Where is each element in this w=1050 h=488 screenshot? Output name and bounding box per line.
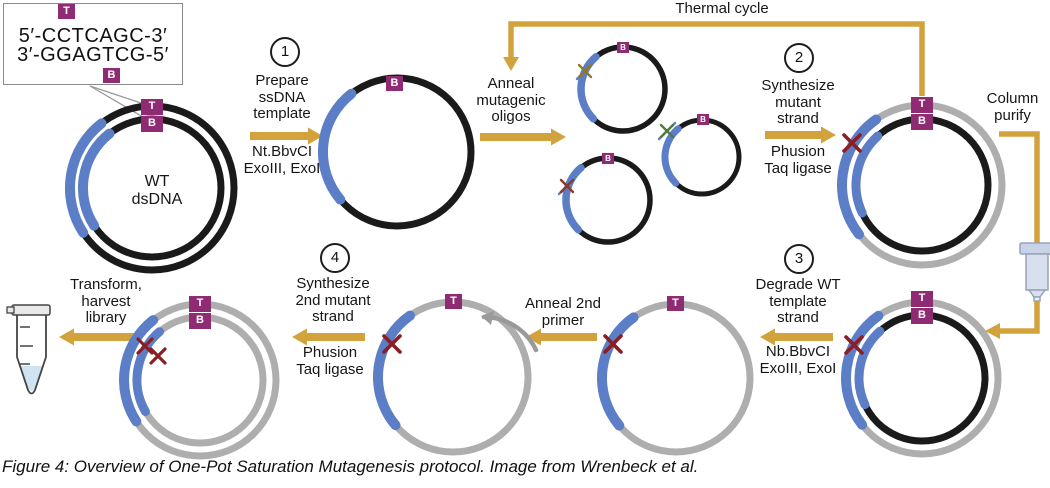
- step3-reagents: Nb.BbvCI ExoIII, ExoI: [759, 343, 837, 377]
- anneal-oligos-arrow: [480, 128, 566, 146]
- oligo2-tag-b: B: [602, 153, 614, 164]
- mutation-x-icon: [844, 335, 864, 355]
- thermal-cycle-path: [503, 21, 925, 96]
- column-purify-path: [985, 131, 1040, 339]
- step1-arrow: [250, 127, 323, 145]
- final-plasmid-tags: T B: [189, 296, 211, 329]
- mutation-x-icon: [842, 133, 862, 153]
- degraded-tag-t: T: [667, 296, 684, 311]
- step2-reagents: Phusion Taq ligase: [764, 143, 832, 177]
- figure-caption: Figure 4: Overview of One-Pot Saturation…: [2, 457, 699, 476]
- tag-b: B: [911, 114, 933, 130]
- step4-number: 4: [320, 243, 350, 273]
- sequence-callout-lines: [89, 85, 149, 121]
- mutation-x-icon: [382, 334, 402, 354]
- mutation-x-icon: [575, 61, 595, 81]
- step2-action: Synthesize mutant strand: [761, 77, 835, 127]
- mutation-x-icon: [557, 176, 577, 196]
- purified-tags: T B: [911, 291, 933, 324]
- spin-column-icon: [1019, 242, 1050, 302]
- mutation-x-icon: [657, 121, 677, 141]
- tag-t: T: [911, 97, 933, 113]
- tag-t: T: [189, 296, 211, 312]
- bottom-strand-tag: B: [103, 68, 120, 83]
- heteroduplex-tags: T B: [911, 97, 933, 130]
- step4-action: Synthesize 2nd mutant strand: [295, 275, 371, 325]
- tag-b: B: [911, 308, 933, 324]
- column-purify-label: Column purify: [986, 90, 1039, 124]
- ssdna-plasmid: [318, 74, 475, 230]
- step2-arrow: [765, 126, 836, 144]
- top-strand-tag: T: [58, 4, 75, 19]
- step1-reagents: Nt.BbvCI ExoIII, ExoI: [243, 143, 321, 177]
- step3-arrow: [760, 328, 833, 346]
- wt-plasmid-label: WT dsDNA: [131, 173, 183, 208]
- sequence-bottom-strand: 3′-GGAGTCG-5′: [17, 44, 169, 66]
- step3-action: Degrade WT template strand: [755, 276, 841, 326]
- wt-plasmid-tags: T B: [141, 99, 163, 132]
- mutation-x-icon: [136, 337, 167, 365]
- anneal-2nd-primer-arrow: [526, 328, 597, 346]
- anneal-2nd-primer-label: Anneal 2nd primer: [525, 295, 601, 329]
- oligo1-tag-b: B: [617, 42, 629, 53]
- oligo-plasmid-1: [575, 44, 668, 134]
- degraded-plasmid: [597, 300, 754, 456]
- sequence-top-strand: 5′-CCTCAGC-3′: [18, 25, 168, 47]
- mutation-x-icon: [603, 334, 623, 354]
- tag-t: T: [141, 99, 163, 115]
- primed-tag-t: T: [445, 294, 462, 309]
- transform-label: Transform, harvest library: [70, 276, 142, 326]
- anneal-oligos-label: Anneal mutagenic oligos: [476, 75, 546, 125]
- transform-arrow: [59, 328, 135, 346]
- oligo-plasmid-3: [657, 117, 742, 197]
- step1-number: 1: [270, 37, 300, 67]
- step2-number: 2: [784, 43, 814, 73]
- step4-reagents: Phusion Taq ligase: [296, 344, 364, 378]
- microcentrifuge-tube-icon: [6, 304, 51, 395]
- primer-extension-arrow-icon: [481, 311, 539, 353]
- tag-b: B: [141, 116, 163, 132]
- step1-action: Prepare ssDNA template: [253, 72, 311, 122]
- recognition-sequence-box: [3, 3, 183, 85]
- tag-b: B: [189, 313, 211, 329]
- purified-plasmid: [841, 298, 1002, 458]
- oligo-plasmid-2: [557, 155, 653, 245]
- oligo3-tag-b: B: [697, 114, 709, 125]
- step3-number: 3: [784, 244, 814, 274]
- tag-t: T: [911, 291, 933, 307]
- ssdna-tag-b: B: [386, 76, 403, 91]
- thermal-cycle-label: Thermal cycle: [675, 0, 769, 17]
- step4-arrow: [292, 328, 365, 346]
